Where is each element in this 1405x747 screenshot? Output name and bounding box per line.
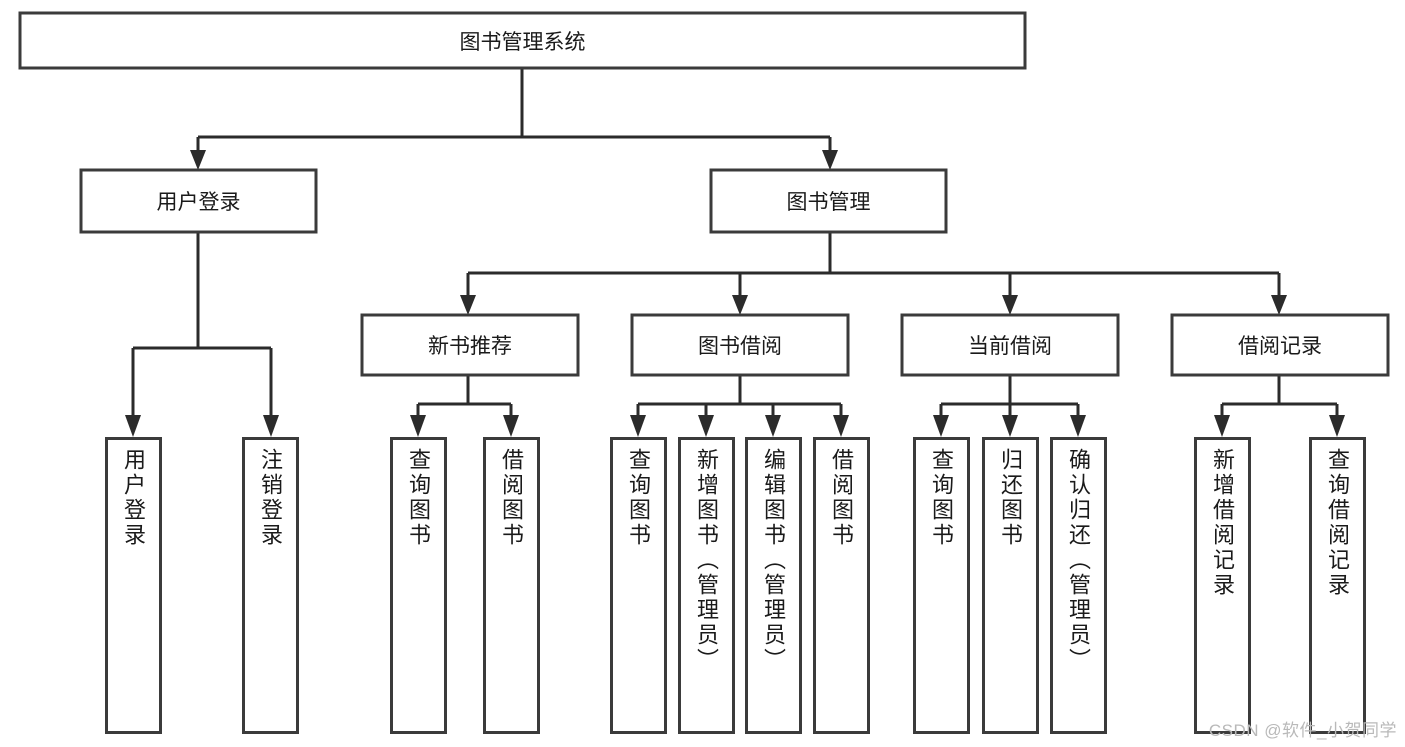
leaf-label: 查询借阅记录 xyxy=(1325,448,1351,598)
leaf-query-book-current[interactable]: 查询图书 xyxy=(913,437,970,734)
leaf-label: 归还图书 xyxy=(998,448,1024,548)
node-book-borrow-box[interactable] xyxy=(630,313,850,377)
watermark-text: CSDN @软件_小贺同学 xyxy=(1208,721,1397,740)
connector-record-to-leaves xyxy=(1214,375,1345,437)
node-root-box[interactable] xyxy=(18,11,1027,70)
leaf-label: 新增图书（管理员） xyxy=(694,448,720,673)
leaf-label: 查询图书 xyxy=(929,448,955,548)
leaf-label: 借阅图书 xyxy=(499,448,525,548)
leaf-logout[interactable]: 注销登录 xyxy=(242,437,299,734)
leaf-user-login[interactable]: 用户登录 xyxy=(105,437,162,734)
leaf-edit-book-admin[interactable]: 编辑图书（管理员） xyxy=(745,437,802,734)
leaf-label: 用户登录 xyxy=(121,448,147,548)
connector-newbook-to-leaves xyxy=(410,375,519,437)
leaf-label: 注销登录 xyxy=(258,448,284,548)
node-user-login-box[interactable] xyxy=(79,168,318,234)
node-new-book-recommend-box[interactable] xyxy=(360,313,580,377)
node-borrow-record-box[interactable] xyxy=(1170,313,1390,377)
node-current-borrow-box[interactable] xyxy=(900,313,1120,377)
leaf-confirm-return-admin[interactable]: 确认归还（管理员） xyxy=(1050,437,1107,734)
leaf-label: 借阅图书 xyxy=(829,448,855,548)
leaf-label: 编辑图书（管理员） xyxy=(761,448,787,673)
leaf-borrow-book-newbook[interactable]: 借阅图书 xyxy=(483,437,540,734)
node-book-management-box[interactable] xyxy=(709,168,948,234)
leaf-borrow-book[interactable]: 借阅图书 xyxy=(813,437,870,734)
leaf-label: 查询图书 xyxy=(406,448,432,548)
connector-root-to-level2 xyxy=(190,68,838,170)
leaf-query-book-newbook[interactable]: 查询图书 xyxy=(390,437,447,734)
leaf-label: 确认归还（管理员） xyxy=(1066,448,1092,673)
leaf-add-book-admin[interactable]: 新增图书（管理员） xyxy=(678,437,735,734)
connector-borrow-to-leaves xyxy=(630,375,849,437)
connector-current-to-leaves xyxy=(933,375,1086,437)
leaf-label: 新增借阅记录 xyxy=(1210,448,1236,598)
leaf-query-book-borrow[interactable]: 查询图书 xyxy=(610,437,667,734)
connector-userlogin-to-leaves xyxy=(125,232,279,437)
leaf-return-book[interactable]: 归还图书 xyxy=(982,437,1039,734)
connector-bookmgmt-to-level3 xyxy=(460,232,1287,315)
leaf-label: 查询图书 xyxy=(626,448,652,548)
leaf-add-borrow-record[interactable]: 新增借阅记录 xyxy=(1194,437,1251,734)
leaf-query-borrow-record[interactable]: 查询借阅记录 xyxy=(1309,437,1366,734)
